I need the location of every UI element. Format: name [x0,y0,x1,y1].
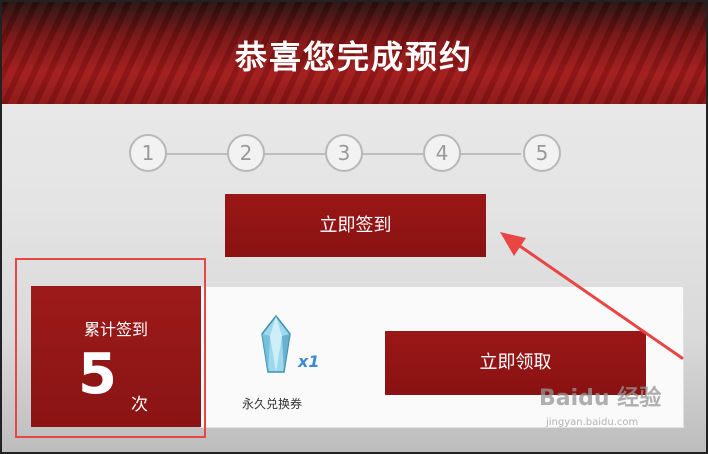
watermark-logo: Baidu 经验 [539,386,662,411]
step-2: 2 [227,134,265,172]
annotation-arrow-icon [500,232,684,360]
step-connector [263,153,325,155]
cumulative-count: 5 [78,342,117,407]
step-progress: 1 2 3 4 5 [129,134,565,174]
header-banner [2,2,706,104]
cumulative-box [31,286,201,427]
cumulative-label: 累计签到 [83,320,148,339]
step-1: 1 [129,134,167,172]
checkin-button[interactable]: 立即签到 [225,194,486,257]
reward-multiplier: x1 [298,352,320,371]
claim-button[interactable]: 立即领取 [385,331,646,395]
step-connector [459,153,521,155]
dialog-title: 恭喜您完成预约 [234,38,473,76]
watermark-url: jingyan.baidu.com [546,417,639,428]
step-3: 3 [325,134,363,172]
step-connector [361,153,423,155]
step-connector [165,153,227,155]
step-5: 5 [523,134,561,172]
cumulative-unit: 次 [131,395,148,415]
crystal-icon [261,314,291,373]
annotation-highlight-box [15,258,206,438]
reward-name: 永久兑换券 [242,397,303,411]
step-4: 4 [423,134,461,172]
